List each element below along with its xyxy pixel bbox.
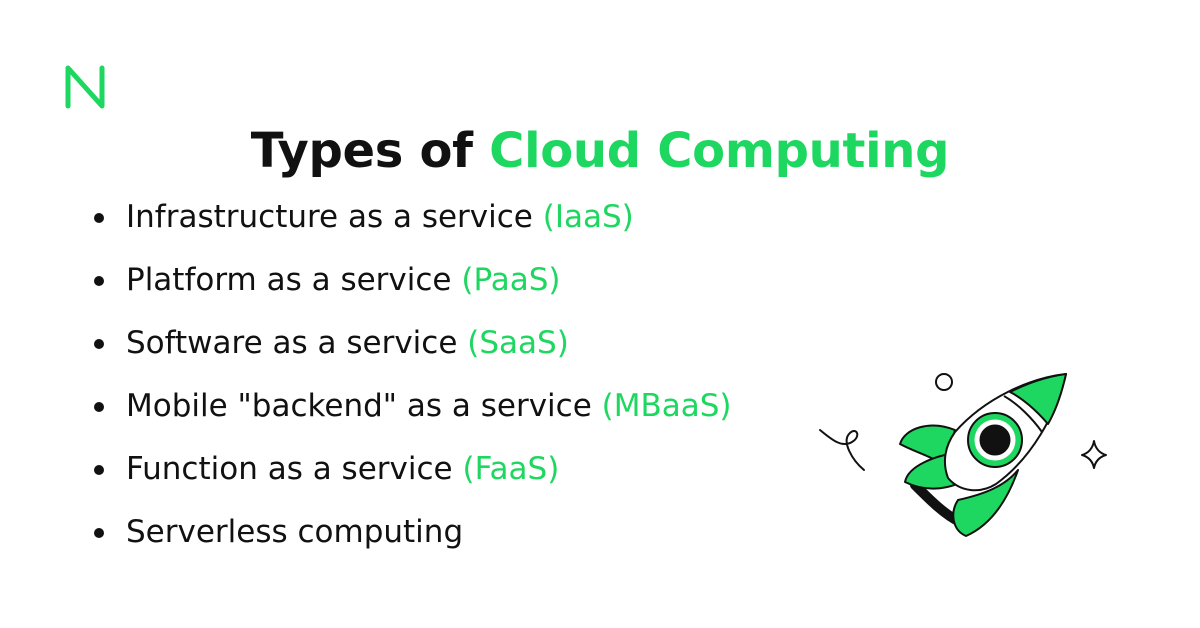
title-accent: Cloud Computing	[489, 123, 950, 180]
bullet-icon	[94, 528, 104, 538]
list-item-text: Serverless computing	[126, 514, 464, 550]
list-item-abbr: (IaaS)	[542, 199, 634, 235]
title-main: Types of	[250, 123, 490, 180]
bullet-icon	[94, 402, 104, 412]
list-item-text: Infrastructure as a service	[126, 199, 543, 235]
list-item-text: Mobile "backend" as a service	[126, 388, 602, 424]
bullet-icon	[94, 465, 104, 475]
squiggle-icon	[819, 429, 865, 471]
list-item: Serverless computing	[92, 501, 732, 564]
page-title: Types of Cloud Computing	[0, 120, 1200, 182]
bullet-icon	[94, 339, 104, 349]
bullet-icon	[94, 213, 104, 223]
list-item-abbr: (MBaaS)	[601, 388, 732, 424]
rocket-fin-bottom-icon	[952, 469, 1019, 537]
cloud-types-list: Infrastructure as a service (IaaS) Platf…	[92, 186, 732, 564]
list-item-abbr: (SaaS)	[467, 325, 569, 361]
list-item-text: Platform as a service	[126, 262, 462, 298]
list-item: Platform as a service (PaaS)	[92, 249, 732, 312]
n-logo-icon	[65, 65, 105, 109]
list-item: Mobile "backend" as a service (MBaaS)	[92, 375, 732, 438]
bullet-icon	[94, 276, 104, 286]
small-circle-icon	[935, 373, 953, 391]
list-item-abbr: (FaaS)	[462, 451, 560, 487]
list-item: Function as a service (FaaS)	[92, 438, 732, 501]
list-item: Infrastructure as a service (IaaS)	[92, 186, 732, 249]
rocket-nose-icon	[1009, 373, 1067, 425]
list-item-text: Software as a service	[126, 325, 468, 361]
list-item: Software as a service (SaaS)	[92, 312, 732, 375]
rocket-window-inner-icon	[974, 419, 1016, 461]
list-item-abbr: (PaaS)	[461, 262, 561, 298]
rocket-stripe-icon	[1003, 395, 1043, 433]
list-item-text: Function as a service	[126, 451, 463, 487]
sparkle-icon	[1081, 440, 1107, 469]
rocket-icon	[819, 373, 1107, 537]
